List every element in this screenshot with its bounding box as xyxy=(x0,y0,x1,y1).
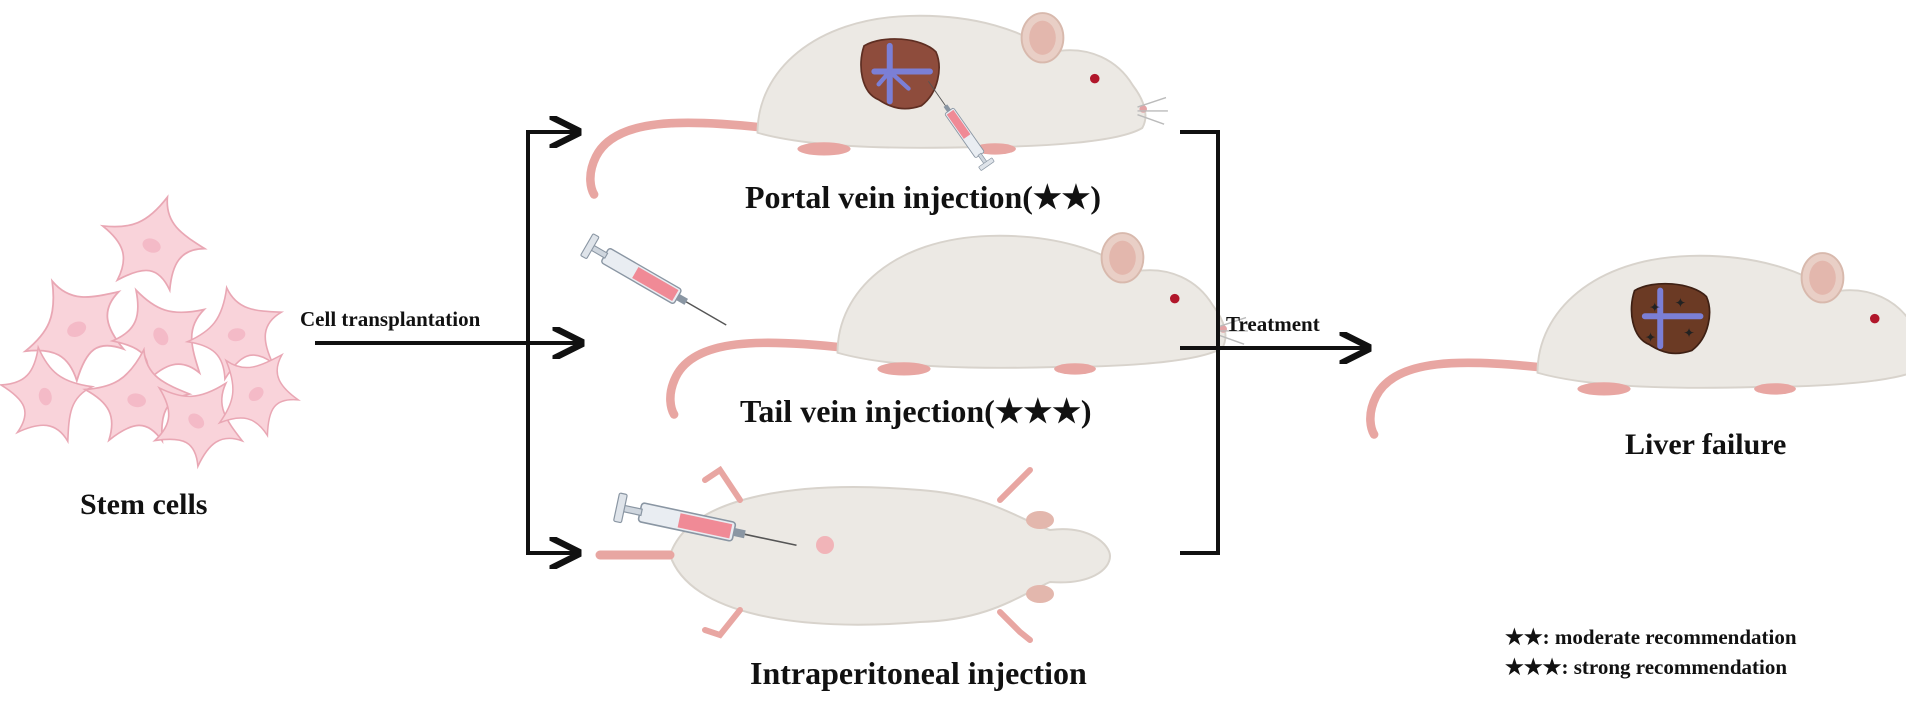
svg-text:✦: ✦ xyxy=(1649,300,1661,315)
mouse-icon: ✦ ✦ ✦ ✦ xyxy=(1370,253,1906,434)
svg-text:✦: ✦ xyxy=(1675,296,1687,311)
mouse-icon xyxy=(670,233,1248,414)
liver-icon: ✦ ✦ ✦ ✦ xyxy=(1630,282,1711,355)
mouse-icon xyxy=(595,465,1112,643)
cell-transplantation-label: Cell transplantation xyxy=(300,307,481,331)
syringe-icon xyxy=(579,232,734,337)
portal-vein-label: Portal vein injection(★★) xyxy=(745,179,1101,215)
svg-text:✦: ✦ xyxy=(1683,326,1695,341)
svg-text:✦: ✦ xyxy=(1645,330,1657,345)
intraperitoneal-label: Intraperitoneal injection xyxy=(750,655,1087,691)
tail-vein-label: Tail vein injection(★★★) xyxy=(740,393,1092,429)
legend-moderate: ★★: moderate recommendation xyxy=(1505,625,1797,649)
treatment-label: Treatment xyxy=(1226,312,1320,336)
mouse-icon xyxy=(590,13,1168,194)
legend-strong: ★★★: strong recommendation xyxy=(1505,655,1788,679)
stem-cell-icon xyxy=(0,178,317,485)
stem-cells-label: Stem cells xyxy=(80,488,208,521)
liver-failure-label: Liver failure xyxy=(1625,428,1787,461)
